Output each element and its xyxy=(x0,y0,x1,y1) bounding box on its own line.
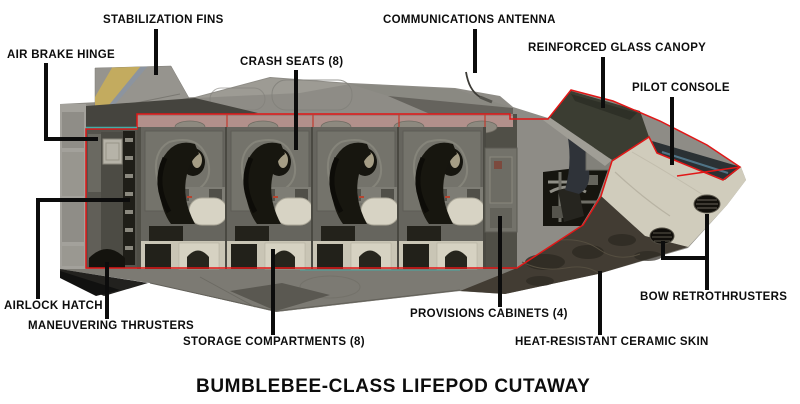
label-provisions-cabinets: PROVISIONS CABINETS (4) xyxy=(410,308,568,320)
label-pilot-console: PILOT CONSOLE xyxy=(632,82,730,94)
crash-seat-module xyxy=(399,127,486,269)
cutaway-outline xyxy=(85,89,742,271)
leader-air-brake-hinge xyxy=(44,63,98,141)
leader-airlock-hatch xyxy=(36,198,130,299)
label-air-brake-hinge: AIR BRAKE HINGE xyxy=(7,49,116,61)
label-airlock-hatch: AIRLOCK HATCH xyxy=(4,300,103,312)
tail-section xyxy=(60,102,114,269)
label-stabilization-fins: STABILIZATION FINS xyxy=(103,14,224,26)
ceramic-skin xyxy=(460,196,688,294)
provisions-cabinet xyxy=(484,147,518,233)
label-maneuvering-thrusters: MANEUVERING THRUSTERS xyxy=(28,320,195,332)
label-bow-retrothrusters: BOW RETROTHRUSTERS xyxy=(640,291,788,303)
communications-antenna-mast xyxy=(465,71,493,104)
crash-seat-module xyxy=(141,127,228,269)
bow-retrothruster-upper xyxy=(693,194,721,214)
label-storage-compartments: STORAGE COMPARTMENTS (8) xyxy=(183,336,365,348)
label-heat-resistant-ceramic-skin: HEAT-RESISTANT CERAMIC SKIN xyxy=(515,336,709,348)
crash-seat-module xyxy=(313,127,400,269)
nose-structure xyxy=(601,137,746,247)
label-reinforced-glass-canopy: REINFORCED GLASS CANOPY xyxy=(528,42,707,54)
crash-seat-module xyxy=(227,127,314,269)
canopy-glass xyxy=(549,91,649,160)
leader-bow-retrothrusters xyxy=(661,214,709,290)
maneuvering-thruster-port xyxy=(89,249,125,268)
air-brake-hinge-panel xyxy=(102,138,123,165)
cockpit xyxy=(543,91,741,226)
label-crash-seats: CRASH SEATS (8) xyxy=(240,56,344,68)
label-communications-antenna: COMMUNICATIONS ANTENNA xyxy=(383,14,556,26)
diagram-title: BUMBLEBEE-CLASS LIFEPOD CUTAWAY xyxy=(196,376,591,397)
